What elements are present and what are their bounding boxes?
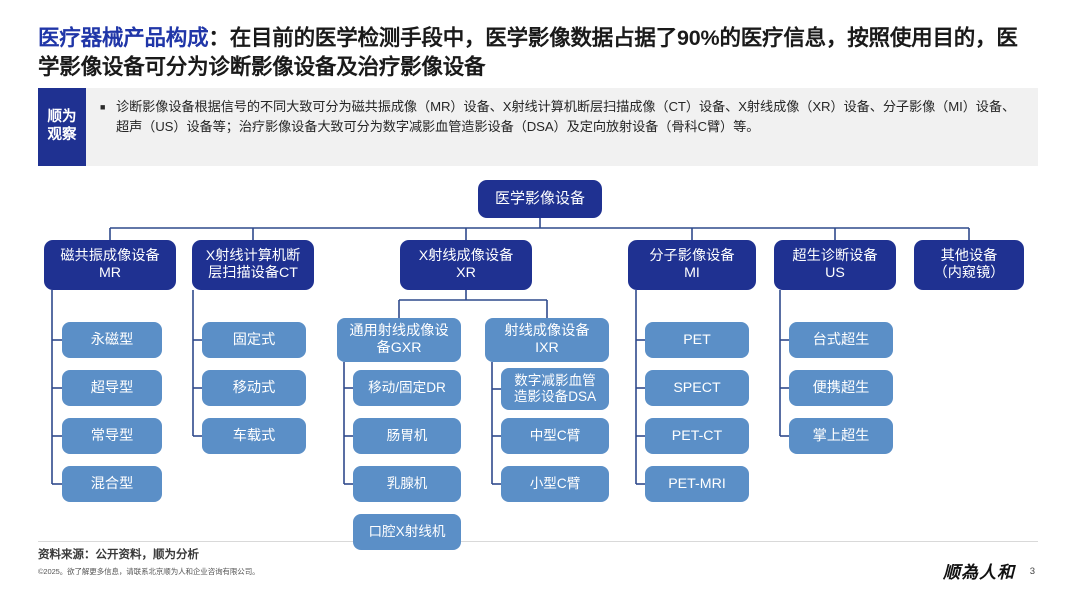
insight-badge-line1: 顺为	[47, 109, 77, 126]
diagram-node-us3[interactable]: 掌上超生	[789, 418, 893, 454]
diagram-node-mr4[interactable]: 混合型	[62, 466, 162, 502]
insight-badge: 顺为 观察	[38, 88, 86, 166]
diagram-node-gxr3[interactable]: 乳腺机	[353, 466, 461, 502]
diagram-node-us1[interactable]: 台式超生	[789, 322, 893, 358]
insight-box: 顺为 观察 诊断影像设备根据信号的不同大致可分为磁共振成像（MR）设备、X射线计…	[38, 88, 1038, 166]
page-number: 3	[1029, 566, 1035, 577]
diagram-node-gxr4[interactable]: 口腔X射线机	[353, 514, 461, 550]
diagram-node-root[interactable]: 医学影像设备	[478, 180, 602, 218]
page-title: 医疗器械产品构成：在目前的医学检测手段中，医学影像数据占据了90%的医疗信息，按…	[38, 24, 1038, 81]
company-logo: 顺為人和	[943, 563, 1015, 583]
diagram-node-mi2[interactable]: SPECT	[645, 370, 749, 406]
diagram-node-gxr1[interactable]: 移动/固定DR	[353, 370, 461, 406]
footer-divider	[38, 541, 1038, 542]
diagram-node-us[interactable]: 超生诊断设备 US	[774, 240, 896, 290]
diagram-node-mr2[interactable]: 超导型	[62, 370, 162, 406]
diagram-node-ixr2[interactable]: 中型C臂	[501, 418, 609, 454]
square-bullet-icon	[100, 97, 116, 157]
diagram-node-us2[interactable]: 便携超生	[789, 370, 893, 406]
diagram-node-other[interactable]: 其他设备 （内窥镜）	[914, 240, 1024, 290]
page-title-rest: ：在目前的医学检测手段中，医学影像数据占据了90%的医疗信息，按照使用目的，医学…	[38, 26, 1018, 79]
diagram-node-ixr[interactable]: 射线成像设备 IXR	[485, 318, 609, 362]
copyright-note: ©2025。欲了解更多信息，请联系北京顺为人和企业咨询有限公司。	[38, 567, 260, 576]
diagram-node-ct[interactable]: X射线计算机断 层扫描设备CT	[192, 240, 314, 290]
insight-text: 诊断影像设备根据信号的不同大致可分为磁共振成像（MR）设备、X射线计算机断层扫描…	[116, 99, 1016, 135]
diagram-node-ct3[interactable]: 车载式	[202, 418, 306, 454]
diagram-node-gxr2[interactable]: 肠胃机	[353, 418, 461, 454]
diagram-node-mr1[interactable]: 永磁型	[62, 322, 162, 358]
insight-body: 诊断影像设备根据信号的不同大致可分为磁共振成像（MR）设备、X射线计算机断层扫描…	[86, 88, 1038, 166]
diagram-node-mi4[interactable]: PET-MRI	[645, 466, 749, 502]
source-note: 资料来源：公开资料，顺为分析	[38, 549, 199, 561]
diagram-node-gxr[interactable]: 通用射线成像设 备GXR	[337, 318, 461, 362]
diagram-node-ct2[interactable]: 移动式	[202, 370, 306, 406]
diagram-node-xr[interactable]: X射线成像设备 XR	[400, 240, 532, 290]
diagram-node-mr[interactable]: 磁共振成像设备 MR	[44, 240, 176, 290]
page-title-accent: 医疗器械产品构成	[38, 26, 209, 50]
diagram-node-mi[interactable]: 分子影像设备 MI	[628, 240, 756, 290]
diagram-node-mi3[interactable]: PET-CT	[645, 418, 749, 454]
diagram-node-ixr3[interactable]: 小型C臂	[501, 466, 609, 502]
diagram-node-mi1[interactable]: PET	[645, 322, 749, 358]
diagram-node-ixr1[interactable]: 数字减影血管 造影设备DSA	[501, 368, 609, 410]
insight-badge-line2: 观察	[47, 127, 77, 143]
diagram-node-mr3[interactable]: 常导型	[62, 418, 162, 454]
diagram-node-ct1[interactable]: 固定式	[202, 322, 306, 358]
